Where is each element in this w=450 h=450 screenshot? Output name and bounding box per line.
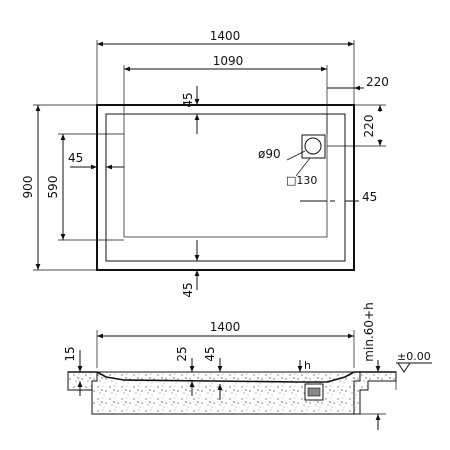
- dim-depth-a: 25: [175, 346, 189, 361]
- label-h: h: [304, 359, 311, 372]
- dim-left-margin: 45: [68, 151, 83, 165]
- dim-depth-b: 45: [203, 346, 217, 361]
- dim-right-margin: 45: [362, 190, 377, 204]
- plan-view: 1400 1090 220 45 220 ø90 □130 45: [21, 29, 389, 298]
- dim-offset-right: 220: [366, 75, 389, 89]
- dim-inner-width: 1090: [213, 54, 244, 68]
- dim-min-height: min.60+h: [362, 302, 376, 361]
- section-view: 1400 15 25 45 h min.60+h: [63, 302, 432, 430]
- dim-inner-depth: 590: [46, 176, 60, 199]
- tray-outline: [96, 104, 355, 271]
- dim-section-width: 1400: [210, 320, 241, 334]
- label-drain-diameter: ø90: [258, 147, 281, 161]
- label-floor-level: ±0.00: [397, 350, 431, 363]
- level-triangle-icon: [397, 362, 411, 373]
- tray-basin-inner: [123, 113, 328, 238]
- tray-basin: [105, 113, 346, 262]
- dim-overall-width: 1400: [210, 29, 241, 43]
- dim-overall-depth: 900: [21, 176, 35, 199]
- dim-lip-height: 15: [63, 346, 77, 361]
- dim-drain-offset: 220: [362, 115, 376, 138]
- dim-top-margin: 45: [181, 92, 195, 107]
- dim-bottom-margin: 45: [181, 282, 195, 297]
- drain-circle: [304, 137, 322, 155]
- label-drain-square: □130: [286, 174, 317, 187]
- drain-square: [301, 134, 326, 159]
